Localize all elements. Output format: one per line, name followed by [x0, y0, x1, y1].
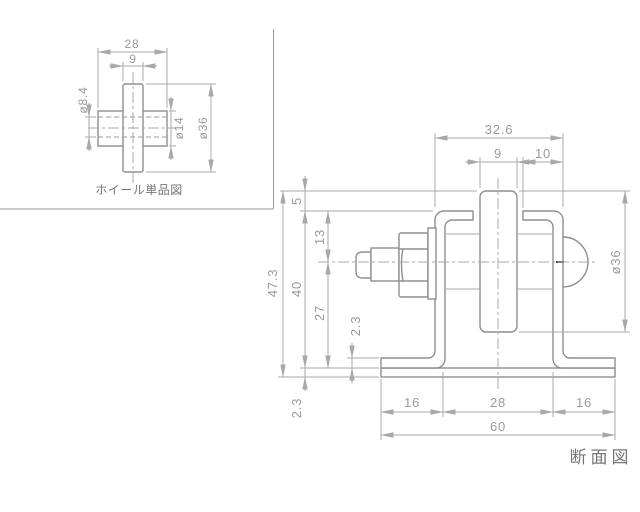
- dim-base-width: 60: [490, 419, 506, 434]
- dim-top-to-axle: 13: [312, 229, 327, 245]
- dim-base-thickness: 2.3: [289, 398, 304, 418]
- extension-lines: [278, 133, 630, 440]
- bracket-right-outline: [522, 210, 616, 369]
- dim-axle-to-base: 27: [312, 305, 327, 321]
- wheel-detail-view: 28 9 ø8.4 ø14 ø36: [0, 29, 274, 210]
- dim-hub-length: 28: [125, 37, 140, 51]
- dim-base-span-mid: 28: [490, 395, 506, 410]
- section-dimensions: 32.6 9 10 5 40 13 27: [265, 122, 628, 438]
- section-view: 32.6 9 10 5 40 13 27: [265, 122, 633, 467]
- detail-view-title: ホイール単品図: [95, 183, 183, 197]
- bolt-tip: [355, 251, 372, 279]
- detail-centerlines: [88, 72, 176, 184]
- dim-foot-thickness: 2.3: [348, 316, 363, 336]
- dim-wheel-width: 9: [129, 52, 136, 66]
- dim-top-width: 32.6: [485, 122, 514, 137]
- dim-bracket-height: 40: [289, 281, 304, 297]
- dim-total-height: 47.3: [265, 269, 280, 298]
- detail-dimensions: 28 9 ø8.4 ø14 ø36: [76, 37, 216, 173]
- dim-wheel-protrusion: 5: [289, 197, 304, 205]
- bracket-left-outline: [380, 210, 474, 369]
- dim-section-wheel-dia: ø36: [608, 250, 623, 275]
- detail-view-frame: [0, 29, 274, 210]
- axle-bolt-assembly: [355, 227, 437, 300]
- dim-base-span-right: 16: [576, 395, 592, 410]
- section-view-title: 断面図: [570, 448, 633, 467]
- dim-wheel-dia: ø36: [196, 116, 210, 139]
- dim-bore-dia: ø8.4: [76, 86, 90, 113]
- section-centerlines: [318, 178, 598, 390]
- hex-nut: [398, 232, 429, 298]
- dim-base-span-left: 16: [404, 395, 420, 410]
- bolt-shank: [370, 247, 400, 282]
- dim-hub-dia: ø14: [172, 116, 186, 139]
- dim-section-wheel-width: 9: [494, 146, 502, 161]
- dim-flange-length: 10: [535, 146, 551, 161]
- washer: [427, 227, 437, 300]
